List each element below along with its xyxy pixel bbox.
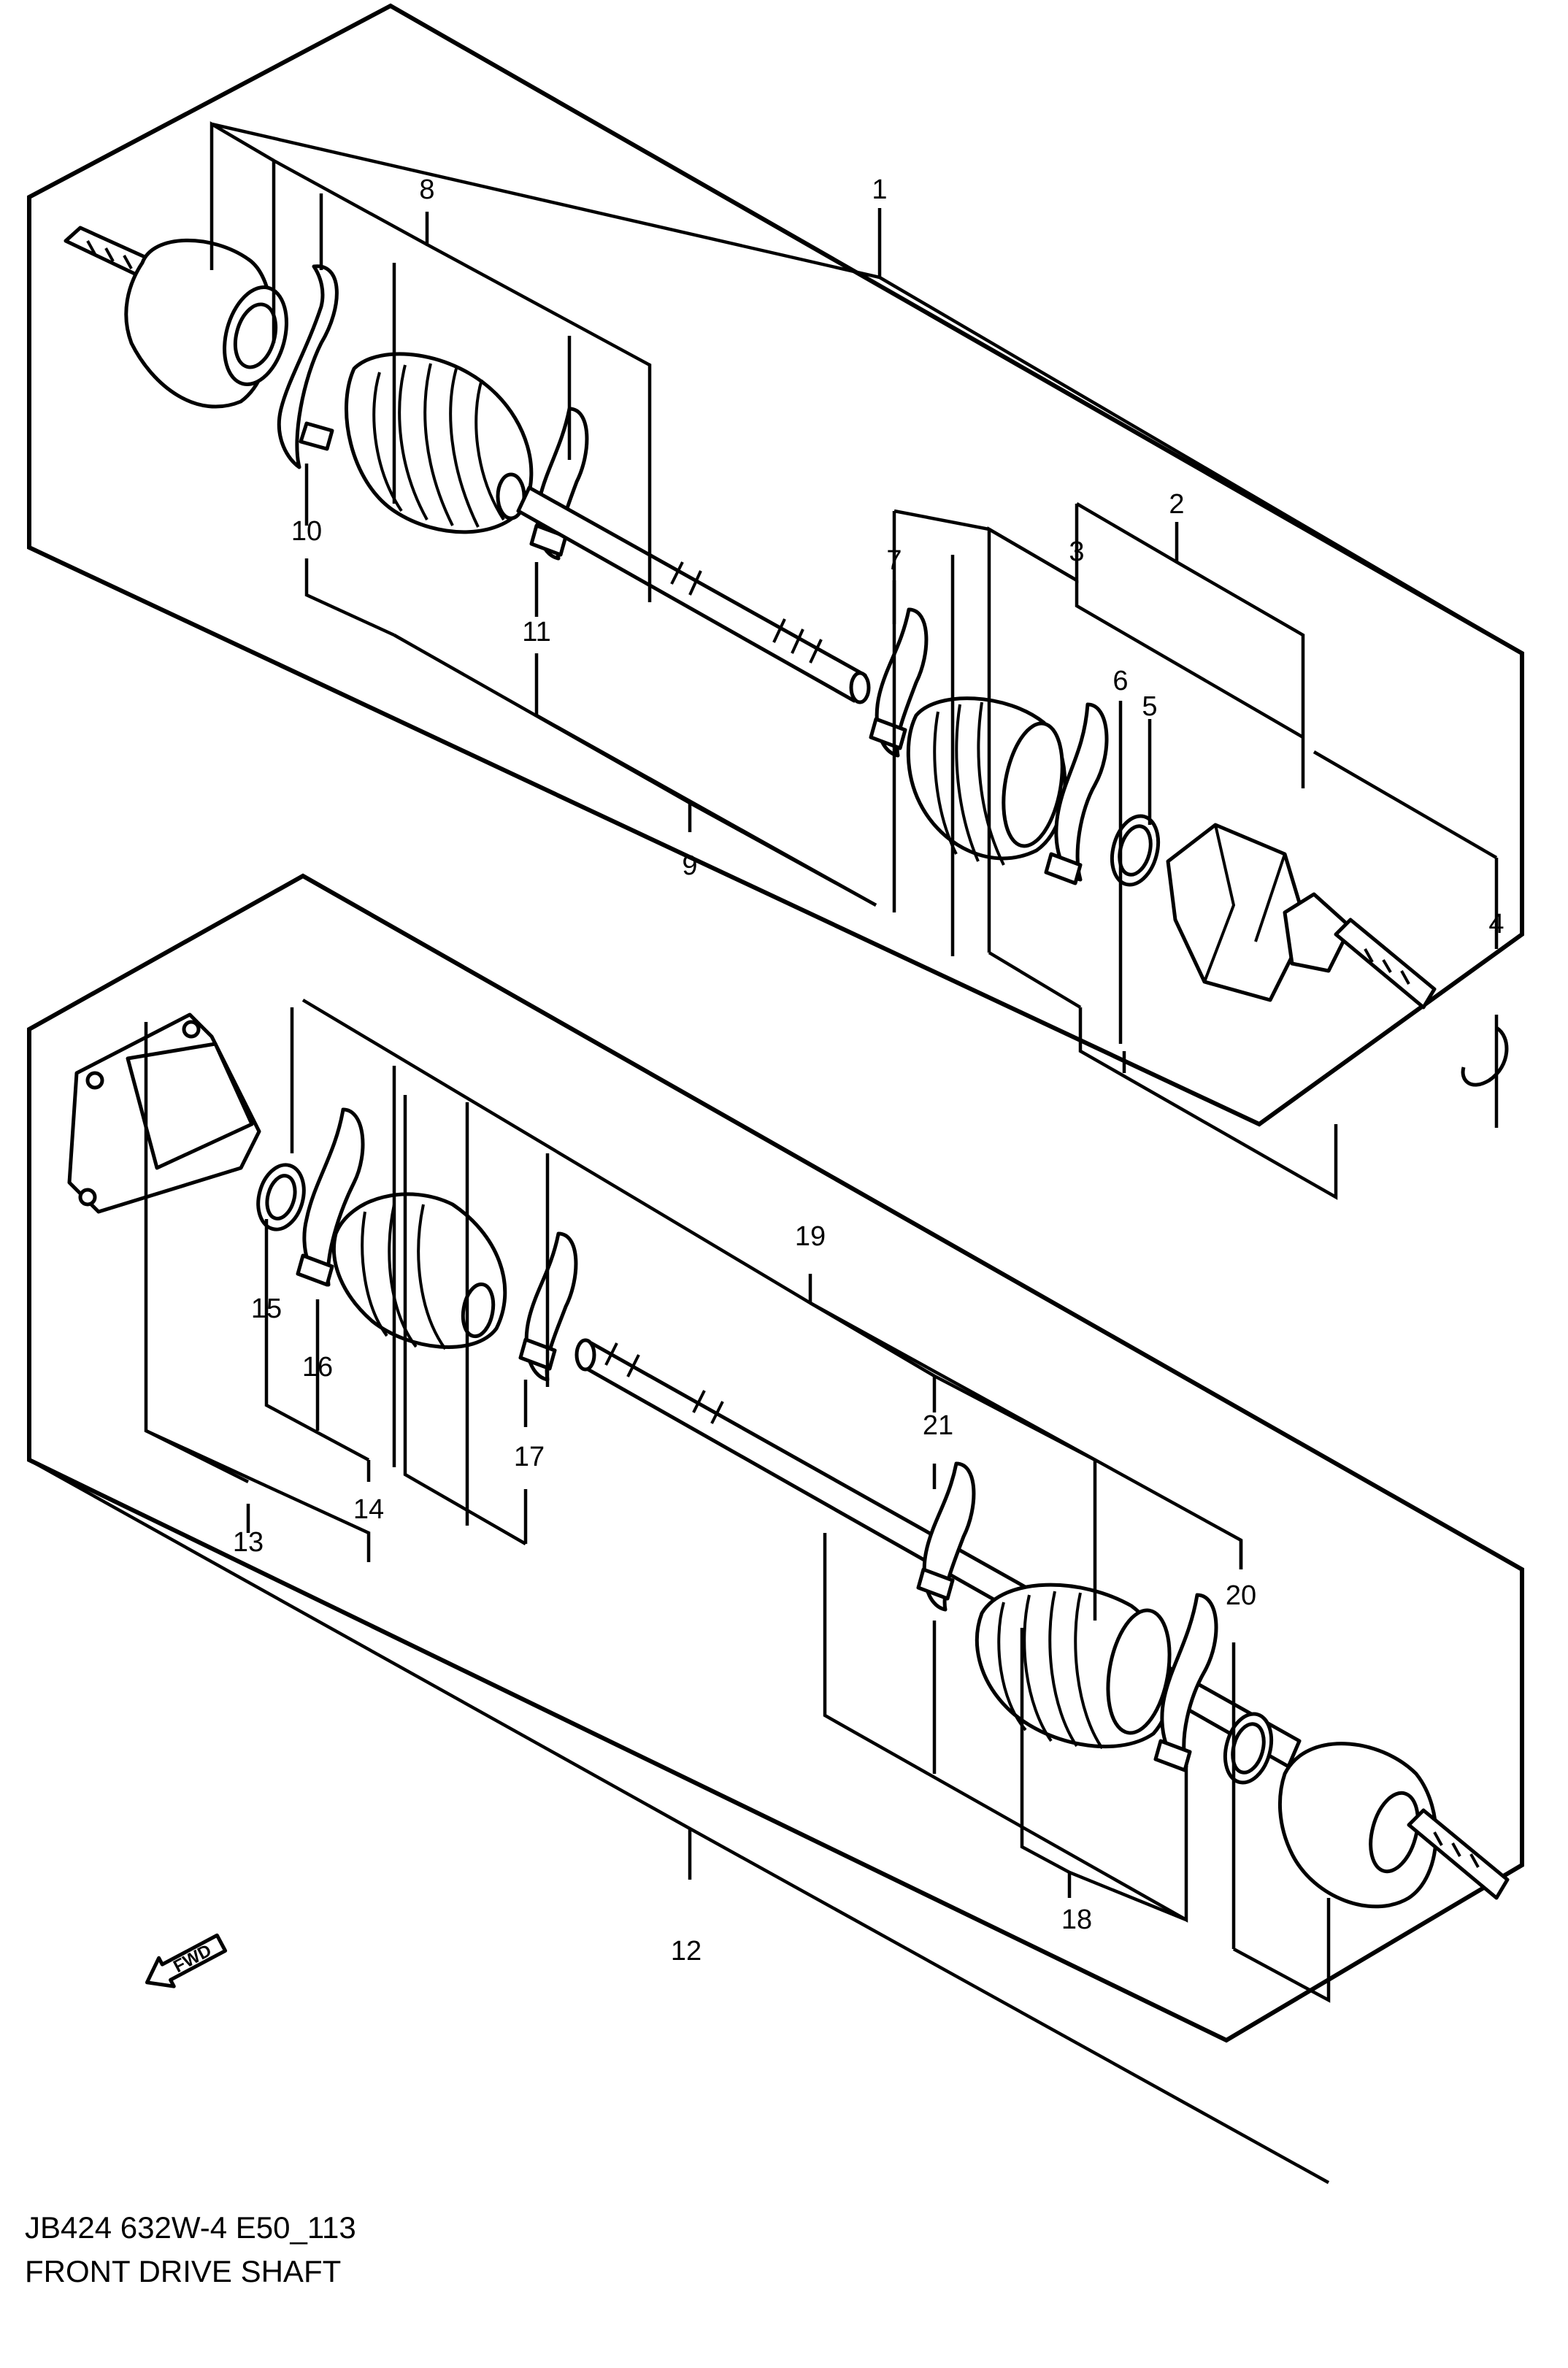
callout-20: 20 (1226, 1580, 1256, 1611)
callout-18: 18 (1061, 1904, 1092, 1935)
callout-2: 2 (1169, 489, 1184, 520)
callout-3: 3 (1069, 537, 1084, 567)
callout-13: 13 (233, 1527, 264, 1558)
callout-19: 19 (795, 1221, 826, 1252)
arrow-left-icon (145, 1933, 228, 1988)
forward-direction-marker: FWD (145, 1933, 228, 1988)
callout-9: 9 (682, 850, 697, 881)
inner-joint-neck (1283, 892, 1353, 973)
callout-10: 10 (291, 516, 322, 547)
diagram-title: FRONT DRIVE SHAFT (25, 2254, 342, 2288)
fwd-label: FWD (170, 1940, 215, 1976)
callout-14: 14 (353, 1494, 384, 1525)
inner-joint-housing (1166, 823, 1309, 1002)
callout-labels: 1 2 3 4 5 6 7 8 9 10 11 12 13 14 15 16 1… (233, 174, 1504, 1967)
callout-16: 16 (302, 1352, 333, 1383)
shaft-spline-end (849, 671, 871, 704)
inner-boot-lower-small-end (461, 1282, 496, 1339)
callout-5: 5 (1142, 691, 1157, 722)
callout-6: 6 (1112, 666, 1128, 696)
callout-21: 21 (923, 1410, 953, 1441)
inner-boot-large-end (1002, 721, 1064, 848)
callout-8: 8 (419, 174, 434, 205)
callout-17: 17 (514, 1442, 545, 1472)
diagram-code: JB424 632W-4 E50_113 (25, 2210, 356, 2245)
lower-shaft-parts (67, 1012, 1510, 1909)
outer-boot-lower-large-end (1106, 1608, 1172, 1735)
lower-shaft-spline-end (574, 1338, 596, 1372)
boot-band-20 (1160, 1593, 1218, 1769)
boot-band-6 (1054, 702, 1109, 882)
upper-shaft-parts (64, 226, 1509, 1087)
boot-band-7 (875, 607, 929, 758)
callout-12: 12 (671, 1936, 702, 1967)
leader-lines (28, 121, 1523, 2184)
callout-1: 1 (872, 174, 887, 205)
callout-15: 15 (251, 1293, 282, 1324)
boot-band-10 (277, 264, 339, 469)
circlip-4 (1461, 1026, 1509, 1087)
upper-assembly-frame (27, 3, 1524, 1127)
callout-11: 11 (522, 617, 550, 647)
callout-7: 7 (886, 545, 902, 576)
callout-4: 4 (1488, 909, 1504, 939)
flange-bolt-hole (85, 1071, 104, 1090)
